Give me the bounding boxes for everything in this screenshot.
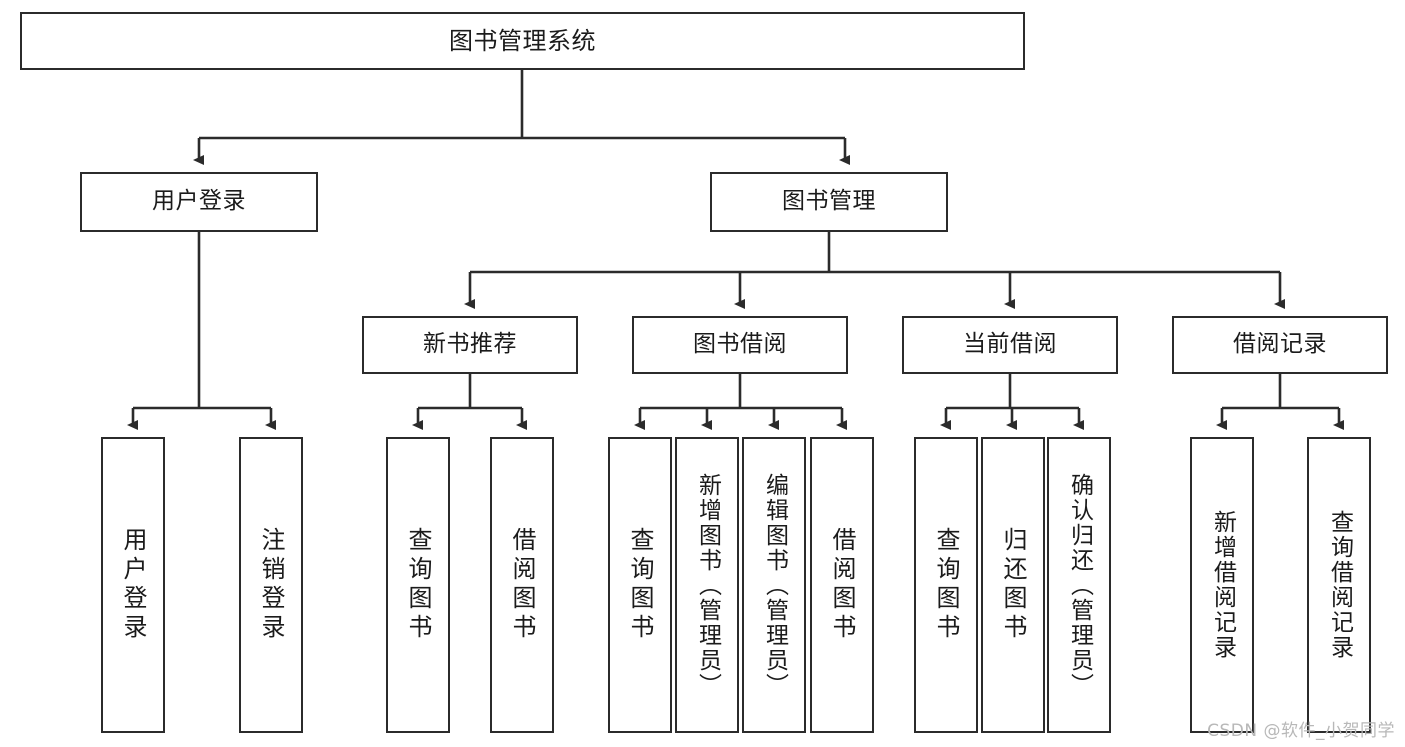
node-label: 用户登录 bbox=[119, 527, 147, 643]
node-label: 新增借阅记录 bbox=[1209, 510, 1236, 660]
node-current-borrow[interactable]: 当前借阅 bbox=[902, 316, 1118, 374]
node-leaf-borrow-book-2[interactable]: 借阅图书 bbox=[810, 437, 874, 733]
node-label: 当前借阅 bbox=[963, 331, 1057, 358]
node-leaf-add-borrow-record[interactable]: 新增借阅记录 bbox=[1190, 437, 1254, 733]
node-leaf-return-book[interactable]: 归还图书 bbox=[981, 437, 1045, 733]
node-label: 查询图书 bbox=[626, 527, 654, 643]
node-label: 图书管理系统 bbox=[449, 26, 596, 55]
node-new-book-recommend[interactable]: 新书推荐 bbox=[362, 316, 578, 374]
node-root-system[interactable]: 图书管理系统 bbox=[20, 12, 1025, 70]
csdn-watermark: CSDN @软件_小贺同学 bbox=[1207, 721, 1395, 741]
node-label: 确认归还（管理员） bbox=[1066, 472, 1093, 698]
node-user-login[interactable]: 用户登录 bbox=[80, 172, 318, 232]
node-leaf-add-book[interactable]: 新增图书（管理员） bbox=[675, 437, 739, 733]
node-label: 新增图书（管理员） bbox=[694, 472, 721, 698]
node-label: 查询图书 bbox=[932, 527, 960, 643]
node-label: 查询借阅记录 bbox=[1326, 510, 1353, 660]
node-label: 借阅记录 bbox=[1233, 331, 1327, 358]
node-label: 图书借阅 bbox=[693, 331, 787, 358]
node-book-management[interactable]: 图书管理 bbox=[710, 172, 948, 232]
node-leaf-user-login[interactable]: 用户登录 bbox=[101, 437, 165, 733]
node-leaf-query-book-3[interactable]: 查询图书 bbox=[914, 437, 978, 733]
node-label: 借阅图书 bbox=[508, 527, 536, 643]
node-book-borrow[interactable]: 图书借阅 bbox=[632, 316, 848, 374]
node-leaf-query-book-2[interactable]: 查询图书 bbox=[608, 437, 672, 733]
node-leaf-confirm-return[interactable]: 确认归还（管理员） bbox=[1047, 437, 1111, 733]
node-label: 归还图书 bbox=[999, 527, 1027, 643]
node-leaf-query-borrow-record[interactable]: 查询借阅记录 bbox=[1307, 437, 1371, 733]
node-label: 借阅图书 bbox=[828, 527, 856, 643]
node-label: 查询图书 bbox=[404, 527, 432, 643]
node-borrow-record[interactable]: 借阅记录 bbox=[1172, 316, 1388, 374]
node-label: 新书推荐 bbox=[423, 331, 517, 358]
node-label: 用户登录 bbox=[152, 188, 246, 215]
node-leaf-borrow-book-1[interactable]: 借阅图书 bbox=[490, 437, 554, 733]
node-leaf-logout-login[interactable]: 注销登录 bbox=[239, 437, 303, 733]
node-label: 编辑图书（管理员） bbox=[761, 472, 788, 698]
node-label: 注销登录 bbox=[257, 527, 285, 643]
node-leaf-edit-book[interactable]: 编辑图书（管理员） bbox=[742, 437, 806, 733]
node-leaf-query-book-1[interactable]: 查询图书 bbox=[386, 437, 450, 733]
node-label: 图书管理 bbox=[782, 188, 876, 215]
